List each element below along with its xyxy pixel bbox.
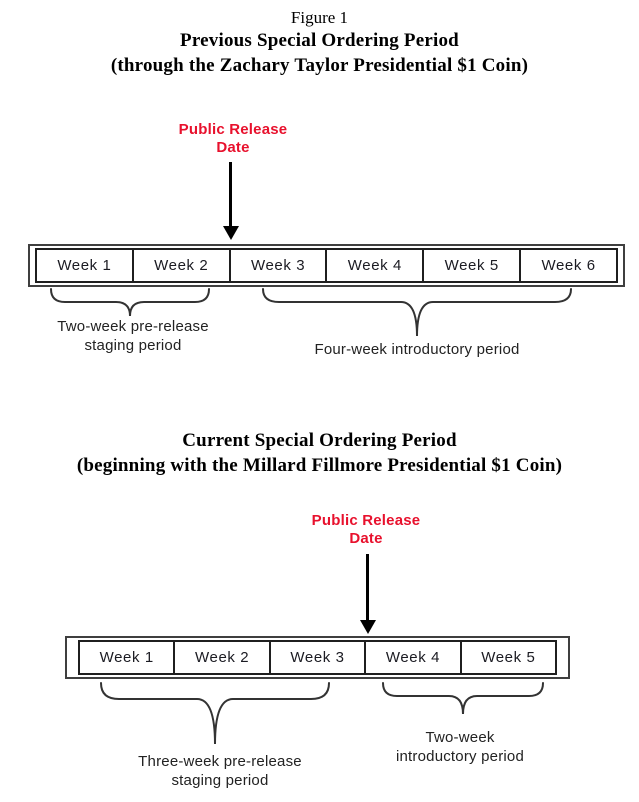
brace-two-week-introductory <box>382 682 545 716</box>
week-box-5: Week 5 <box>459 640 558 675</box>
introductory-period-label-2: Two-week introductory period <box>360 728 560 766</box>
week-box-5: Week 5 <box>422 248 522 283</box>
figure-number-label: Figure 1 <box>290 8 349 27</box>
prev-period-subtitle: (through the Zachary Taylor Presidential… <box>110 55 529 76</box>
brace-three-week-staging <box>100 682 330 746</box>
timeline-previous-period: Week 1 Week 2 Week 3 Week 4 Week 5 Week … <box>28 244 625 287</box>
staging-period-label-2: Three-week pre-release staging period <box>95 752 345 790</box>
release-arrow-head-1 <box>223 226 239 240</box>
week-box-4: Week 4 <box>364 640 462 675</box>
staging-label-line2: staging period <box>171 772 269 789</box>
prev-period-title: Previous Special Ordering Period <box>180 30 459 51</box>
current-period-subtitle: (beginning with the Millard Fillmore Pre… <box>76 455 563 476</box>
week-box-3: Week 3 <box>268 640 367 675</box>
public-release-date-label-2: Public Release Date <box>281 512 451 548</box>
brace-two-week-staging <box>50 288 210 318</box>
release-arrow-line-2 <box>366 554 369 620</box>
public-release-line1: Public Release <box>311 512 421 529</box>
intro-label-line1: Two-week <box>425 729 495 746</box>
timeline-current-period: Week 1 Week 2 Week 3 Week 4 Week 5 <box>65 636 570 679</box>
public-release-line1: Public Release <box>178 121 288 138</box>
staging-label-line1: Two-week pre-release <box>57 318 209 335</box>
intro-label-line2: introductory period <box>395 748 525 765</box>
week-box-2: Week 2 <box>173 640 271 675</box>
staging-label-line1: Three-week pre-release <box>138 753 302 770</box>
week-box-3: Week 3 <box>228 248 328 283</box>
current-period-title: Current Special Ordering Period <box>182 430 457 451</box>
staging-label-line2: staging period <box>84 337 182 354</box>
release-arrow-head-2 <box>360 620 376 634</box>
public-release-date-label-1: Public Release Date <box>148 121 318 157</box>
week-box-4: Week 4 <box>325 248 425 283</box>
week-box-6: Week 6 <box>519 248 618 283</box>
week-box-1: Week 1 <box>78 640 176 675</box>
brace-four-week-introductory <box>262 288 572 338</box>
staging-period-label-1: Two-week pre-release staging period <box>33 317 233 355</box>
public-release-line2: Date <box>216 139 250 156</box>
week-box-1: Week 1 <box>35 248 134 283</box>
release-arrow-line-1 <box>229 162 232 226</box>
public-release-line2: Date <box>349 530 383 547</box>
introductory-period-label-1: Four-week introductory period <box>314 341 520 358</box>
week-box-2: Week 2 <box>131 248 231 283</box>
